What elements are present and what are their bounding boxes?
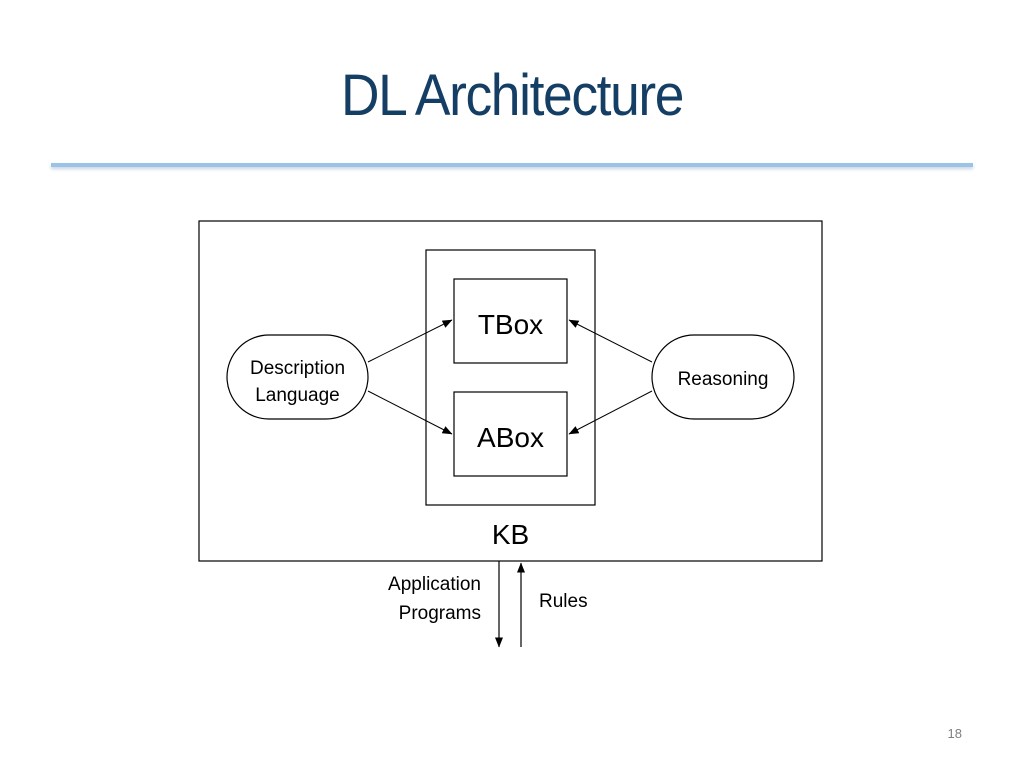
system-box	[198, 220, 823, 562]
description-language-node	[226, 334, 369, 420]
abox-node	[453, 391, 568, 477]
kb-label: KB	[492, 519, 529, 550]
reasoning-label: Reasoning	[678, 369, 769, 390]
slide-title: DL Architecture	[340, 63, 685, 128]
tbox-label: TBox	[478, 309, 543, 340]
application-programs-label-line1: Application	[388, 574, 481, 595]
rules-label: Rules	[539, 591, 588, 612]
application-programs-label-line2: Programs	[399, 603, 481, 624]
description-language-label-line2: Language	[255, 385, 340, 406]
arrow-reasoning-to-abox	[568, 390, 653, 435]
abox-label: ABox	[477, 422, 544, 453]
page-number: 18	[947, 726, 962, 741]
kb-box	[425, 249, 596, 506]
reasoning-node	[651, 334, 795, 420]
description-language-label-line1: Description	[250, 358, 345, 379]
title-divider	[51, 163, 973, 167]
tbox-node	[453, 278, 568, 364]
arrow-reasoning-to-tbox	[568, 319, 653, 363]
arrow-description-to-abox	[367, 390, 453, 435]
arrow-description-to-tbox	[367, 319, 453, 363]
